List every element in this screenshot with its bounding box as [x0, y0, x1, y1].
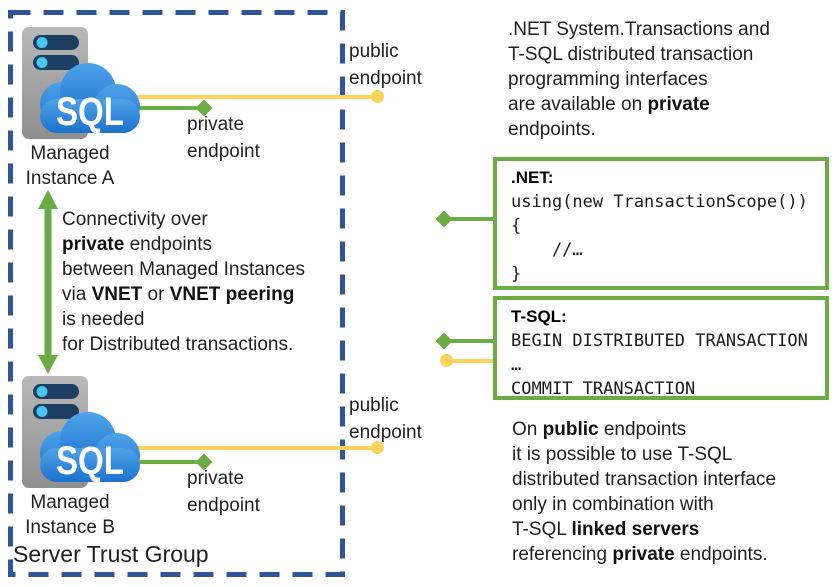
dotnet-code-line: //… [511, 240, 583, 260]
public-endpoint-dot-a [371, 90, 384, 103]
instance-a-label: Managed Instance A [25, 143, 115, 189]
public-endpoint-dot-b [371, 441, 384, 454]
instances-connectivity-arrow [38, 190, 58, 374]
private-endpoint-label-top: private endpoint [187, 114, 260, 162]
public-endpoint-label-top: public endpoint [349, 41, 422, 89]
net-box-connector-arrowhead [435, 210, 453, 228]
dotnet-code-line: { [511, 216, 522, 236]
tsql-code-title: T-SQL: [511, 307, 567, 326]
tsql-box-public-connector-line [449, 359, 493, 363]
tsql-box-public-connector-dot [440, 354, 453, 367]
sql-managed-instance-b-icon: SQL [22, 376, 140, 488]
dotnet-code-line: using(new TransactionScope()) [511, 192, 808, 212]
dotnet-code-box: .NET: using(new TransactionScope()) { //… [493, 157, 829, 290]
dotnet-code-line: } [511, 264, 522, 284]
private-endpoint-label-bottom: private endpoint [187, 468, 260, 516]
tsql-code-box: T-SQL: BEGIN DISTRIBUTED TRANSACTION … C… [493, 296, 829, 400]
tsql-box-private-connector-line [448, 339, 493, 343]
sql-badge-text: SQL [56, 90, 124, 134]
public-endpoint-line-b [126, 446, 376, 450]
private-endpoints-note: .NET System.Transactions and T-SQL distr… [508, 19, 770, 140]
connectivity-note: Connectivity over private endpoints betw… [62, 209, 305, 355]
public-endpoints-note: On public endpoints it is possible to us… [512, 419, 777, 565]
public-endpoint-line-a [126, 95, 376, 99]
public-endpoint-label-bottom: public endpoint [349, 395, 422, 443]
sql-badge-text: SQL [56, 439, 124, 483]
tsql-code-line: … [511, 355, 522, 375]
server-trust-group-label: Server Trust Group [13, 541, 209, 567]
net-box-connector-line [448, 217, 493, 221]
tsql-code-line: BEGIN DISTRIBUTED TRANSACTION [511, 331, 808, 351]
sql-managed-instance-a-icon: SQL [22, 27, 140, 139]
tsql-box-private-connector-arrowhead [435, 332, 453, 350]
dotnet-code-title: .NET: [511, 168, 554, 187]
instance-b-label: Managed Instance B [25, 492, 115, 538]
tsql-code-line: COMMIT TRANSACTION [511, 379, 696, 399]
